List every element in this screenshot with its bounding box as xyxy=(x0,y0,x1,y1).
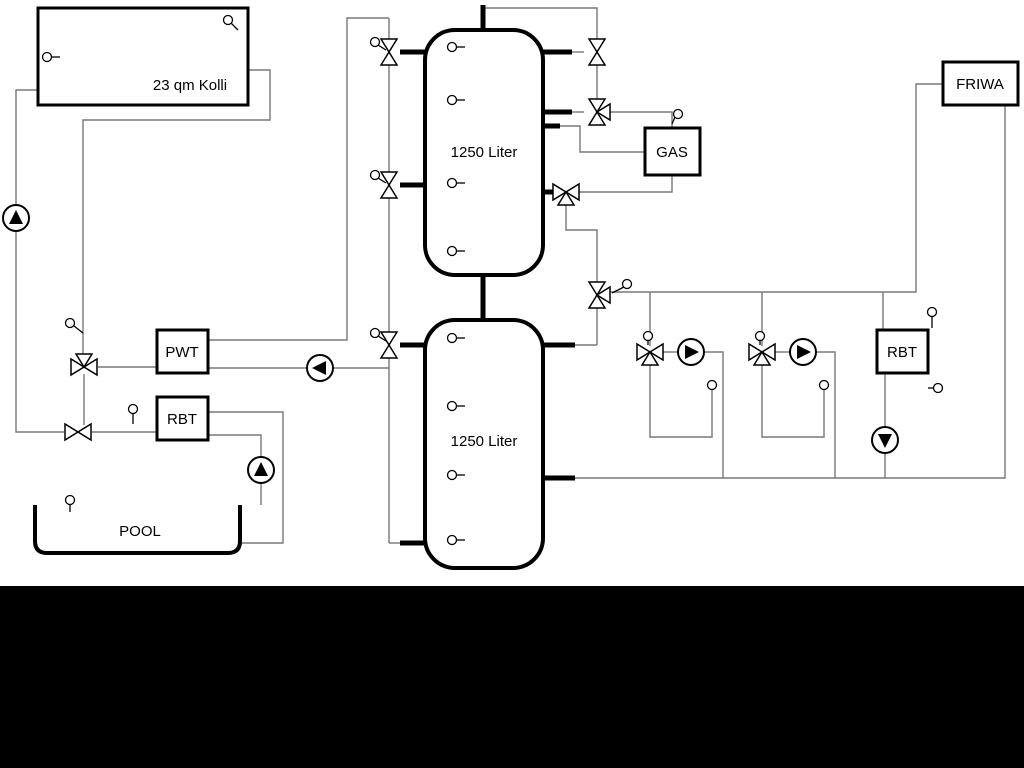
pool-pump-icon xyxy=(247,456,275,484)
tank-charge-pump-icon xyxy=(306,354,334,382)
heating-circuit-1-pump-icon xyxy=(677,338,705,366)
tank1-charge-valve-icon xyxy=(379,38,399,66)
valves xyxy=(64,38,776,442)
sensors xyxy=(41,14,944,546)
tank-top-valve-icon xyxy=(587,38,607,66)
pumps xyxy=(2,204,899,484)
buffer-tanks xyxy=(423,28,545,570)
buffer-tank-top xyxy=(423,28,545,277)
heating-circuit-2-pump-icon xyxy=(789,338,817,366)
hydraulic-diagram-canvas: 23 qm Kolli 1250 Liter 1250 Liter GAS FR… xyxy=(2,5,1020,570)
tank2-charge-valve-icon xyxy=(379,331,399,359)
gas-boiler-box xyxy=(643,126,702,177)
tank2-sensor-icon xyxy=(446,332,465,546)
pwt-label: PWT xyxy=(165,344,198,361)
collector-top-sensor-icon xyxy=(222,14,239,31)
pool-loop-valve-icon xyxy=(64,422,92,442)
pool-basin xyxy=(33,505,242,555)
pool-sensor-icon xyxy=(64,494,76,512)
pool-label: POOL xyxy=(119,523,161,540)
gas-sensor-icon xyxy=(671,108,684,125)
friwa-station-box xyxy=(941,60,1020,107)
piping-network xyxy=(15,7,1006,544)
tank-top-label: 1250 Liter xyxy=(451,144,518,161)
footer-black-band xyxy=(0,586,1024,768)
pwt-sensor-icon xyxy=(64,317,84,334)
tank1-sensor-icon xyxy=(446,41,465,257)
thick-pipe-stubs xyxy=(400,5,575,546)
rbt-left-sensor-icon xyxy=(127,403,139,424)
component-boxes xyxy=(36,6,1020,442)
gas-label: GAS xyxy=(656,144,688,161)
rbt-right-sensor-icon xyxy=(926,306,944,394)
pwt-heat-exchanger-box xyxy=(155,328,210,375)
rbt-left-label: RBT xyxy=(167,411,197,428)
solar-collector-box xyxy=(36,6,250,107)
boiler-return-pump-icon xyxy=(871,426,899,454)
tank-bottom-label: 1250 Liter xyxy=(451,433,518,450)
circuit-2-sensor-icon xyxy=(754,330,830,391)
solar-pwt-three-way-valve-icon xyxy=(70,353,98,377)
buffer-tank-bottom xyxy=(423,318,545,570)
gas-supply-three-way-valve-icon xyxy=(587,98,611,126)
rbt-right-label: RBT xyxy=(887,344,917,361)
valve-sensor-icon xyxy=(369,36,387,342)
friwa-label: FRIWA xyxy=(956,76,1004,93)
supply-valve-sensor-icon xyxy=(611,278,633,294)
solar-pump-icon xyxy=(2,204,30,232)
tank1-lower-valve-icon xyxy=(379,171,399,199)
circuit-2-mixing-valve-icon xyxy=(748,342,776,366)
circuit-1-sensor-icon xyxy=(642,330,718,391)
collector-sensor-icon xyxy=(41,51,60,63)
circuit-1-mixing-valve-icon xyxy=(636,342,664,366)
rbt-left-box xyxy=(155,395,210,442)
collector-label: 23 qm Kolli xyxy=(153,77,227,94)
supply-header-three-way-valve-icon xyxy=(587,281,611,309)
rbt-right-box xyxy=(875,328,930,375)
gas-return-three-way-valve-icon xyxy=(552,182,580,206)
